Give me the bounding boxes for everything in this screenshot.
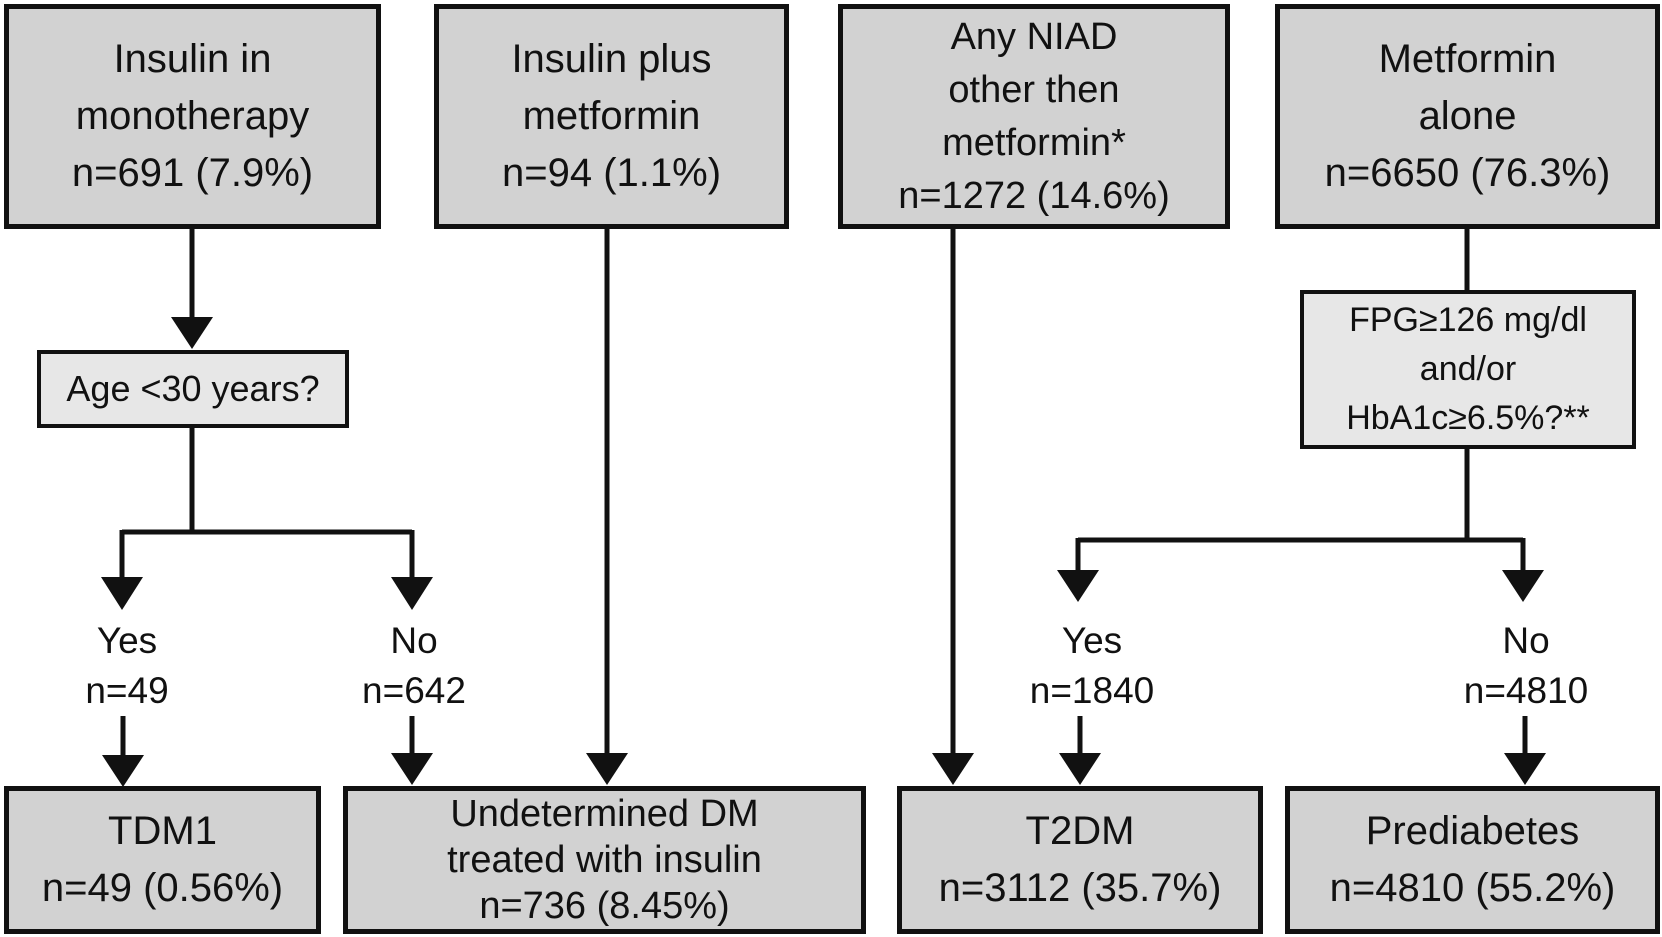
edge-glycemia-no-to-prediabetes	[1504, 716, 1546, 785]
node-line: n=1272 (14.6%)	[898, 174, 1170, 217]
edge-glycemia-to-branch-split	[1078, 448, 1523, 543]
edge-insulin-monotherapy-to-age	[171, 228, 213, 349]
edge-insulin-plus-metformin-to-undetermined	[586, 228, 628, 785]
node-t2dm: T2DM n=3112 (35.7%)	[897, 786, 1263, 934]
node-line: T2DM	[1025, 809, 1135, 853]
branch-label-glycemia-no: No n=4810	[1446, 616, 1606, 716]
node-line: n=3112 (35.7%)	[938, 866, 1222, 910]
node-line: and/or	[1419, 350, 1517, 388]
node-line: monotherapy	[75, 94, 310, 138]
node-line: alone	[1418, 94, 1517, 138]
node-glycemia-question: FPG≥126 mg/dl and/or HbA1c≥6.5%?**	[1300, 290, 1636, 449]
node-insulin-monotherapy: Insulin in monotherapy n=691 (7.9%)	[4, 4, 381, 229]
branch-answer: Yes	[96, 620, 158, 661]
edge-age-yes-to-tdm1	[102, 716, 144, 787]
node-line: Age <30 years?	[66, 368, 320, 409]
branch-answer: No	[1502, 620, 1550, 661]
branch-label-glycemia-yes: Yes n=1840	[1012, 616, 1172, 716]
branch-answer: No	[390, 620, 438, 661]
node-insulin-plus-metformin: Insulin plus metformin n=94 (1.1%)	[434, 4, 789, 229]
edge-glycemia-yes-to-t2dm	[1059, 716, 1101, 785]
node-line: Metformin	[1378, 37, 1557, 81]
branch-count: n=1840	[1029, 670, 1155, 711]
branch-label-age-yes: Yes n=49	[47, 616, 207, 716]
node-line: FPG≥126 mg/dl	[1349, 301, 1587, 339]
edge-age-no-to-undetermined	[391, 716, 433, 785]
node-line: Any NIAD	[950, 15, 1118, 58]
edge-glycemia-branch-no-arrow	[1502, 538, 1544, 602]
branch-count: n=4810	[1463, 670, 1589, 711]
edge-age-to-branch-split	[122, 427, 412, 535]
branch-count: n=642	[362, 670, 466, 711]
node-line: Insulin in	[113, 37, 272, 81]
node-line: metformin	[522, 94, 701, 138]
node-line: Prediabetes	[1365, 809, 1580, 853]
node-line: treated with insulin	[447, 839, 762, 881]
branch-count: n=49	[85, 670, 169, 711]
node-line: n=736 (8.45%)	[479, 885, 730, 927]
node-line: n=49 (0.56%)	[41, 866, 284, 910]
node-line: metformin*	[942, 121, 1126, 164]
node-line: HbA1c≥6.5%?**	[1346, 399, 1590, 437]
node-any-niad-other-than-metformin: Any NIAD other then metformin* n=1272 (1…	[838, 4, 1230, 229]
node-tdm1: TDM1 n=49 (0.56%)	[4, 786, 321, 934]
edge-glycemia-branch-yes-arrow	[1057, 538, 1099, 602]
node-line: n=6650 (76.3%)	[1324, 151, 1611, 195]
node-line: n=691 (7.9%)	[71, 151, 314, 195]
edge-age-branch-yes-arrow	[101, 530, 143, 610]
edge-age-branch-no-arrow	[391, 530, 433, 610]
node-line: Undetermined DM	[450, 793, 759, 835]
node-prediabetes: Prediabetes n=4810 (55.2%)	[1285, 786, 1660, 934]
node-line: Insulin plus	[511, 37, 712, 81]
node-line: n=94 (1.1%)	[501, 151, 722, 195]
node-undetermined-dm: Undetermined DM treated with insulin n=7…	[343, 786, 866, 934]
node-line: TDM1	[108, 809, 217, 853]
node-metformin-alone: Metformin alone n=6650 (76.3%)	[1275, 4, 1660, 229]
edge-any-niad-to-t2dm	[932, 228, 974, 785]
branch-answer: Yes	[1061, 620, 1123, 661]
node-age-question: Age <30 years?	[37, 350, 349, 428]
branch-label-age-no: No n=642	[334, 616, 494, 716]
node-line: n=4810 (55.2%)	[1329, 866, 1616, 910]
node-line: other then	[948, 68, 1120, 111]
